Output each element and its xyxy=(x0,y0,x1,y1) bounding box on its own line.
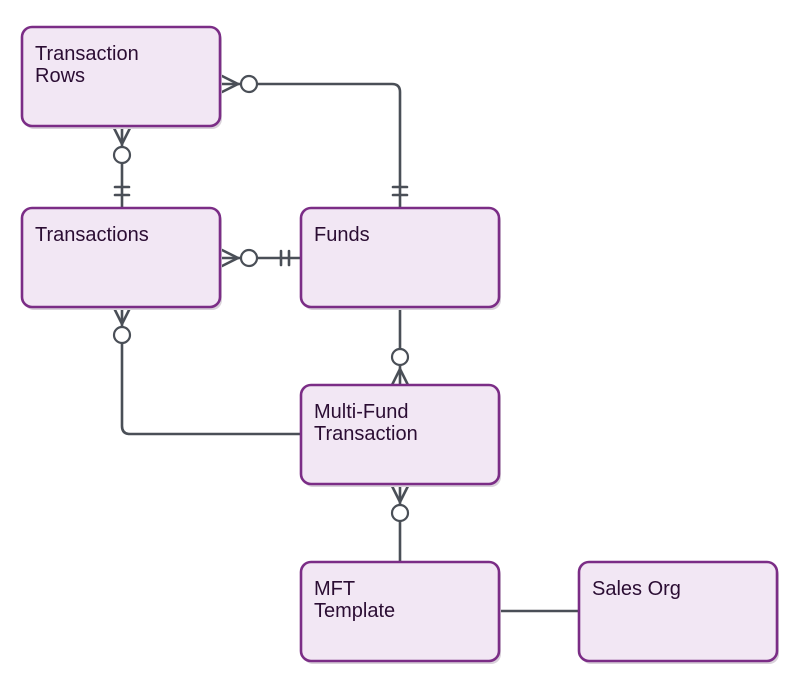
entity-funds[interactable]: Funds xyxy=(299,206,501,310)
entity-multi-fund-transaction[interactable]: Multi-Fund Transaction xyxy=(299,383,501,487)
entity-label: Rows xyxy=(35,65,85,87)
entity-label: Template xyxy=(314,600,395,622)
entity-label: Transaction xyxy=(314,423,418,445)
entity-label: Funds xyxy=(314,224,370,246)
entity-label: Transaction xyxy=(35,43,139,65)
zero-marker-icon xyxy=(112,325,132,345)
entity-label: MFT xyxy=(314,578,355,600)
connector-transactions-multi-fund-transaction xyxy=(112,306,302,436)
zero-marker-icon xyxy=(112,145,132,165)
entity-label: Transactions xyxy=(35,224,149,246)
connector-transaction-rows-funds xyxy=(220,74,409,210)
entity-label: Multi-Fund xyxy=(314,401,408,423)
zero-marker-icon xyxy=(390,347,410,367)
zero-marker-icon xyxy=(239,248,259,268)
connector-multi-fund-transaction-mft-template xyxy=(390,484,410,564)
entity-transactions[interactable]: Transactions xyxy=(20,206,222,310)
entity-sales-org[interactable]: Sales Org xyxy=(577,560,779,664)
connector-transaction-rows-transactions xyxy=(112,126,132,210)
zero-marker-icon xyxy=(239,74,259,94)
entity-label: Sales Org xyxy=(592,578,681,600)
zero-marker-icon xyxy=(390,503,410,523)
entity-transaction-rows[interactable]: Transaction Rows xyxy=(20,25,222,129)
entity-mft-template[interactable]: MFT Template xyxy=(299,560,501,664)
connector-funds-multi-fund-transaction xyxy=(390,306,410,387)
connector-transactions-funds xyxy=(220,248,302,268)
